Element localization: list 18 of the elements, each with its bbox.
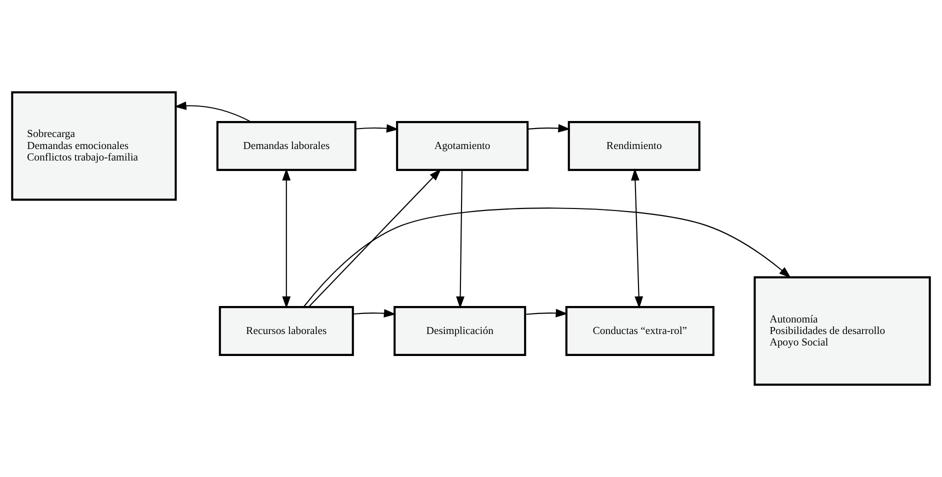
node-box: Demandas laborales <box>216 121 356 171</box>
node-box: Desimplicación <box>394 306 526 356</box>
node-box: Conductas “extra-rol” <box>565 306 714 356</box>
arrow <box>355 124 399 133</box>
arrow <box>353 309 396 318</box>
arrow <box>528 124 570 132</box>
arrow <box>303 208 792 308</box>
arrow <box>630 168 644 308</box>
arrow <box>174 102 252 122</box>
node-box: Autonomía Posibilidades de desarrollo Apoyo Social <box>754 276 931 386</box>
node-box: Rendimiento <box>568 121 700 171</box>
arrow <box>282 168 291 308</box>
arrow <box>308 168 442 308</box>
arrow <box>456 170 465 308</box>
arrow <box>525 308 568 318</box>
node-box: Sobrecarga Demandas emocionales Conflictos trabajo-familia <box>11 91 177 201</box>
node-box: Recursos laborales <box>218 306 354 356</box>
node-box: Agotamiento <box>396 121 529 171</box>
